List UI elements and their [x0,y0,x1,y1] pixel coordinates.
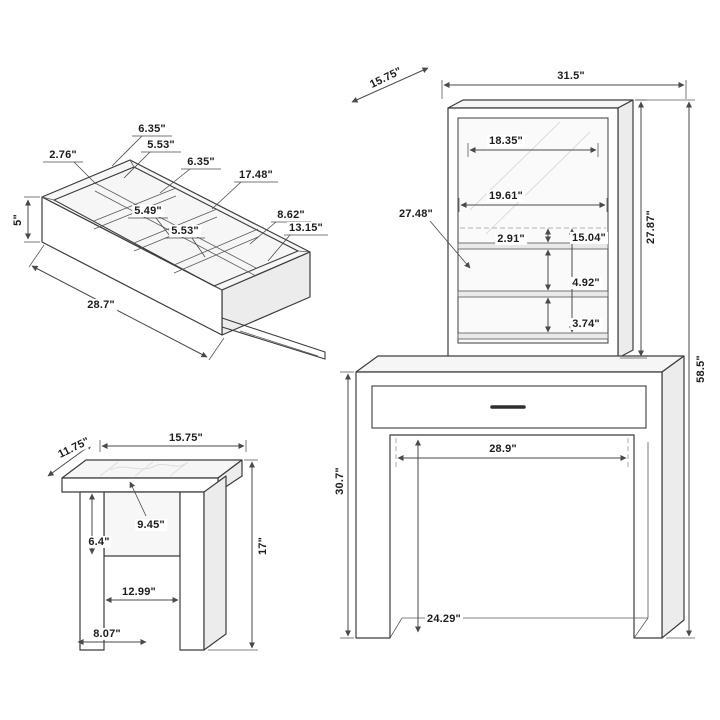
dim-drawer-outer-width: 13.15" [287,221,325,235]
dim-drawer-inner-length: 17.48" [237,168,275,182]
dim-mirror-glass-width: 18.35" [487,134,525,148]
dim-kneehole-height: 24.29" [425,612,463,626]
mirror-shelf-1 [457,242,609,250]
dim-drawer-height: 5" [11,212,25,228]
mirror-right-edge [617,99,634,359]
dim-drawer-length: 28.7" [85,298,117,312]
desk-front [355,371,663,639]
dim-mirror-height: 27.87" [644,208,658,246]
dim-vanity-top-width: 31.5" [555,69,587,83]
drawer-organizer-drawing [41,159,326,360]
dim-mirror-width: 19.61" [487,189,525,203]
mirror-glass [457,117,609,344]
dim-drawer-front-depth: 2.76" [47,148,79,162]
desk-right-side [661,355,685,639]
desk-drawer-front [371,385,647,429]
stool-seat-front [61,477,219,493]
dim-shelf-section-height: 15.04" [570,231,608,245]
dim-total-height: 58.5" [694,353,708,385]
dim-stool-width: 15.75" [167,431,205,445]
mirror-top-edge [447,99,634,109]
dim-drawer-inner-width: 8.62" [275,208,307,222]
vanity-drawing [355,99,685,639]
dim-stool-seat-inset: 9.45" [135,518,167,532]
dim-drawer-comp-d: 5.49" [132,204,164,218]
dim-stool-leg-width: 8.07" [91,627,123,641]
dim-kneehole-width: 28.9" [487,442,519,456]
dim-shelf-gap-bottom: 3.74" [570,317,602,331]
mirror-shelf-2 [457,290,609,298]
stool-right-leg [179,491,205,651]
dim-table-height: 30.7" [333,465,347,497]
mirror-shelf-3 [457,332,609,340]
dim-mirror-left-height: 27.48" [397,207,435,221]
stool-drawing [61,459,243,651]
dim-stool-height: 17" [256,534,270,558]
dim-stool-leg-span: 12.99" [120,585,158,599]
dim-drawer-comp-b: 5.53" [145,138,177,152]
dim-drawer-comp-e: 5.53" [169,224,201,238]
dim-stool-apron-height: 6.4" [86,535,112,549]
dim-drawer-comp-c: 6.35" [185,155,217,169]
dim-drawer-comp-a: 6.35" [136,122,168,136]
vanity-dimension-lines [340,67,695,639]
dim-shelf-gap-mid: 4.92" [570,276,602,290]
dim-shelf-gap-top: 2.91" [495,232,527,246]
stool-right-leg-side [203,475,227,651]
drawer-slide-rail [221,317,326,360]
